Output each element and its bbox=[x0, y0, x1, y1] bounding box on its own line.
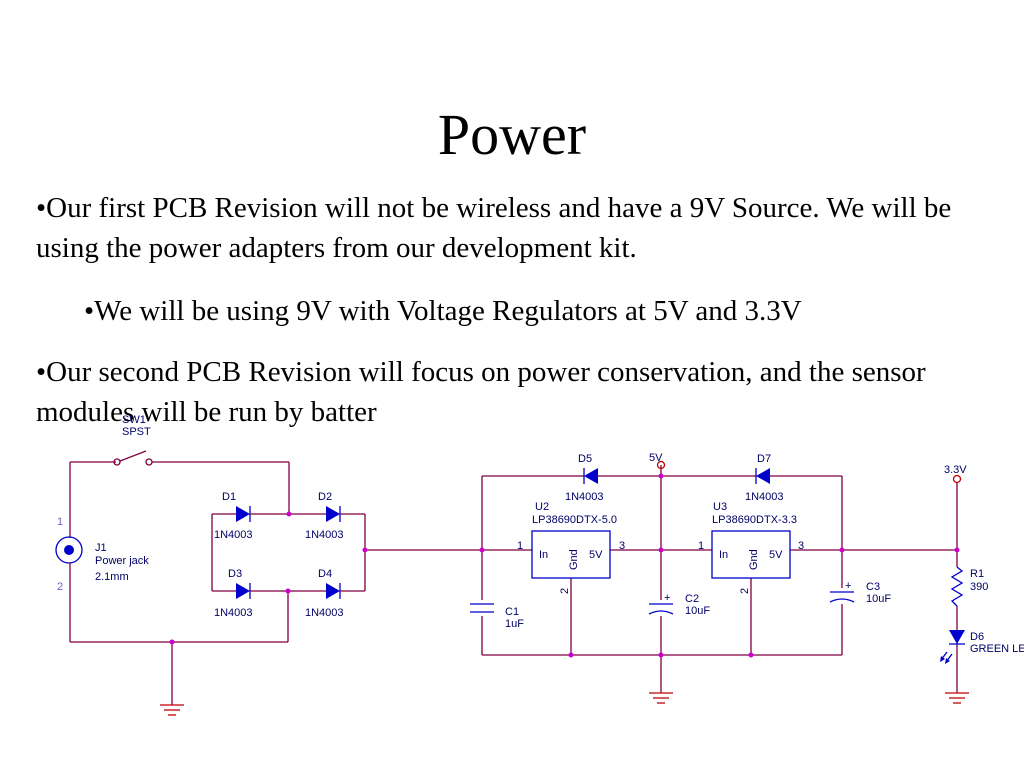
d4-ref: D4 bbox=[318, 568, 332, 580]
diode-d4: D4 1N4003 bbox=[305, 568, 365, 619]
bullet-first-revision: •Our first PCB Revision will not be wire… bbox=[36, 192, 952, 264]
c2-value: 10uF bbox=[685, 605, 710, 617]
d2-part: 1N4003 bbox=[305, 529, 344, 541]
ground-symbol-left bbox=[160, 704, 184, 716]
d7-ref: D7 bbox=[757, 453, 771, 465]
c3-plus: + bbox=[845, 580, 851, 592]
resistor-r1: R1 390 bbox=[950, 566, 988, 607]
c1-value: 1uF bbox=[505, 618, 524, 630]
u3-in: In bbox=[719, 549, 728, 561]
d2-ref: D2 bbox=[318, 491, 332, 503]
capacitor-c2: + C2 10uF bbox=[648, 592, 710, 617]
u3-pin1: 1 bbox=[698, 540, 704, 552]
junction-dots bbox=[169, 473, 960, 658]
diode-d7: D7 1N4003 bbox=[745, 453, 784, 503]
net-label-3v3: 3.3V bbox=[944, 464, 967, 484]
ground-symbol-right bbox=[945, 692, 969, 704]
u3-out: 5V bbox=[769, 549, 783, 561]
net-3v3: 3.3V bbox=[944, 464, 967, 476]
d4-part: 1N4003 bbox=[305, 607, 344, 619]
j1-pin1: 1 bbox=[57, 516, 63, 528]
j1-pin2: 2 bbox=[57, 581, 63, 593]
u3-ref: U3 bbox=[713, 501, 727, 513]
j1-size: 2.1mm bbox=[95, 571, 129, 583]
net-label-5v: 5V bbox=[649, 452, 666, 470]
u3-pin3: 3 bbox=[798, 540, 804, 552]
c3-value: 10uF bbox=[866, 593, 891, 605]
u3-part: LP38690DTX-3.3 bbox=[712, 514, 797, 526]
bullet-voltage-regulators: •We will be using 9V with Voltage Regula… bbox=[84, 295, 802, 327]
sw1-type: SPST bbox=[122, 426, 151, 438]
d5-ref: D5 bbox=[578, 453, 592, 465]
u2-in: In bbox=[539, 549, 548, 561]
u3-gnd: Gnd bbox=[748, 549, 760, 570]
diode-d1: D1 1N4003 bbox=[212, 491, 326, 541]
diode-d5: D5 1N4003 bbox=[565, 453, 604, 503]
r1-ref: R1 bbox=[970, 568, 984, 580]
c2-ref: C2 bbox=[685, 593, 699, 605]
c3-ref: C3 bbox=[866, 581, 880, 593]
regulator-u3: U3 LP38690DTX-3.3 In Gnd 5V 1 2 3 bbox=[698, 501, 804, 594]
d1-ref: D1 bbox=[222, 491, 236, 503]
u2-pin3: 3 bbox=[619, 540, 625, 552]
net-5v: 5V bbox=[649, 452, 663, 464]
d7-part: 1N4003 bbox=[745, 491, 784, 503]
ground-symbol-middle bbox=[649, 692, 673, 704]
j1-desc: Power jack bbox=[95, 555, 149, 567]
u2-pin2: 2 bbox=[559, 588, 571, 594]
j1-ref: J1 bbox=[95, 542, 107, 554]
d5-part: 1N4003 bbox=[565, 491, 604, 503]
r1-value: 390 bbox=[970, 581, 988, 593]
diode-d2: D2 1N4003 bbox=[305, 491, 365, 541]
u2-gnd: Gnd bbox=[568, 549, 580, 570]
d3-ref: D3 bbox=[228, 568, 242, 580]
d1-part: 1N4003 bbox=[214, 529, 253, 541]
u2-ref: U2 bbox=[535, 501, 549, 513]
c2-plus: + bbox=[664, 592, 670, 604]
power-jack-j1: 1 2 J1 Power jack 2.1mm bbox=[55, 462, 149, 642]
bullet-second-revision: •Our second PCB Revision will focus on p… bbox=[36, 356, 926, 428]
u2-out: 5V bbox=[589, 549, 603, 561]
regulator-u2: U2 LP38690DTX-5.0 In Gnd 5V 1 2 3 bbox=[517, 501, 625, 594]
led-d6: D6 GREEN LED bbox=[940, 630, 1024, 664]
c1-ref: C1 bbox=[505, 606, 519, 618]
slide-title: Power bbox=[437, 102, 587, 167]
capacitor-c3: + C3 10uF bbox=[829, 580, 891, 605]
d6-ref: D6 bbox=[970, 631, 984, 643]
u2-part: LP38690DTX-5.0 bbox=[532, 514, 617, 526]
d6-part: GREEN LED bbox=[970, 643, 1024, 655]
sw1-ref: SW1 bbox=[122, 414, 146, 426]
capacitor-c1: C1 1uF bbox=[470, 600, 524, 630]
d3-part: 1N4003 bbox=[214, 607, 253, 619]
switch-sw1: SW1 SPST bbox=[70, 414, 289, 466]
u2-pin1: 1 bbox=[517, 540, 523, 552]
u3-pin2: 2 bbox=[739, 588, 751, 594]
